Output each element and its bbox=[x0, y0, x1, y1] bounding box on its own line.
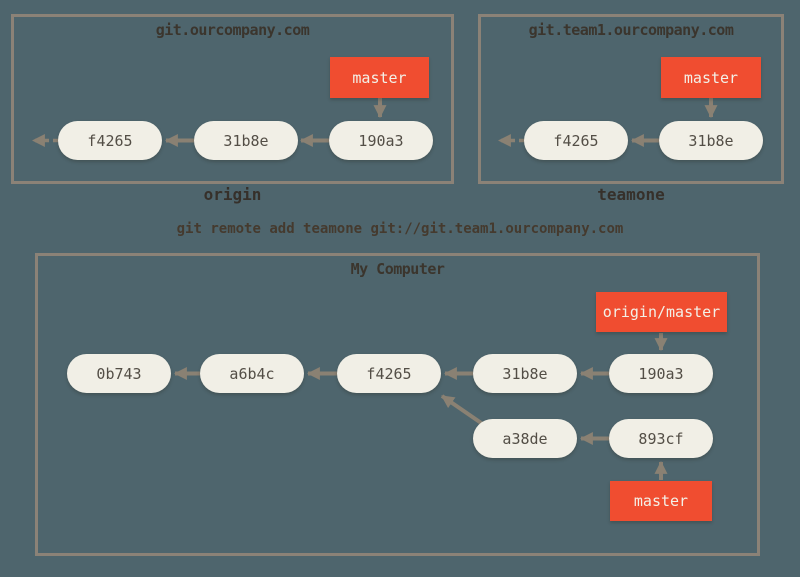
commit-node: a38de bbox=[473, 419, 577, 458]
commit-node: 31b8e bbox=[194, 121, 298, 160]
commit-node: 190a3 bbox=[329, 121, 433, 160]
arrow-local-a38de-to-f4265 bbox=[440, 394, 489, 429]
commit-node: 31b8e bbox=[473, 354, 577, 393]
commit-node: f4265 bbox=[337, 354, 441, 393]
commit-node: 893cf bbox=[609, 419, 713, 458]
remote-teamone-title: git.team1.ourcompany.com bbox=[528, 21, 734, 39]
commit-node: 31b8e bbox=[659, 121, 763, 160]
remote-teamone-label: teamone bbox=[597, 185, 665, 204]
branch-ref-origin-master: origin/master bbox=[596, 292, 727, 332]
commit-node: 190a3 bbox=[609, 354, 713, 393]
commit-node: 0b743 bbox=[67, 354, 171, 393]
commit-node: f4265 bbox=[524, 121, 628, 160]
git-command-text: git remote add teamone git://git.team1.o… bbox=[176, 221, 624, 237]
commit-node: f4265 bbox=[58, 121, 162, 160]
remote-teamone-box: git.team1.ourcompany.com bbox=[478, 14, 784, 184]
branch-ref-master: master bbox=[610, 481, 712, 521]
remote-origin-label: origin bbox=[203, 185, 262, 204]
branch-ref-master: master bbox=[661, 57, 761, 98]
local-computer-title: My Computer bbox=[350, 260, 445, 278]
remote-origin-box: git.ourcompany.com bbox=[11, 14, 454, 184]
branch-ref-master: master bbox=[330, 57, 429, 98]
remote-origin-title: git.ourcompany.com bbox=[155, 21, 310, 39]
local-computer-box: My Computer bbox=[35, 253, 760, 556]
commit-node: a6b4c bbox=[200, 354, 304, 393]
